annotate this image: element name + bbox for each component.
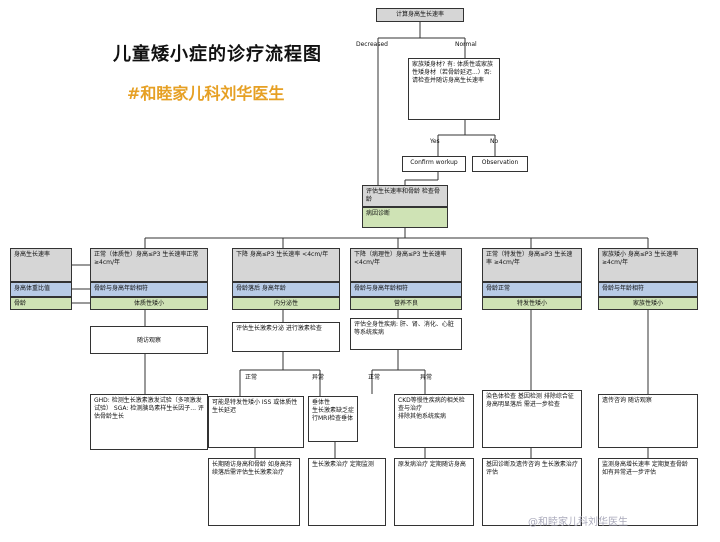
col1-detail: GHD: 检测生长激素激发试验（多项激发试验） SGA: 检测胰岛素样生长因子.…	[90, 394, 208, 450]
col2-label-normal: 正常	[245, 374, 258, 381]
col5-gray: 家族矮小 身高≤P3 生长速率 ≥4cm/年	[598, 248, 698, 282]
col4-bottom: 基因诊断及遗传咨询 生长激素治疗评估	[482, 458, 582, 526]
col4-blue: 骨龄正常	[482, 282, 582, 297]
side-label-boneage: 骨龄	[10, 297, 72, 310]
col4-result-a: 染色体检查 基因检测 排除综合征	[486, 393, 574, 400]
confirm-box: Confirm workup	[402, 156, 466, 172]
col3-result-a: CKD等慢性疾病的相关检查与治疗 排除其他系统疾病	[394, 394, 474, 448]
col1-blue: 骨龄与身高年龄相符	[90, 282, 208, 297]
col1-next: 随访观察	[90, 326, 208, 354]
col3-result-a-text: 排除其他系统疾病	[398, 413, 447, 420]
observation-box: Observation	[472, 156, 528, 172]
col2-bottom: 长期随访身高和骨龄 如身高持续落后需评估生长激素治疗	[208, 458, 300, 526]
col2-result-b-title: 垂体性	[312, 399, 331, 406]
col2-green: 内分泌性	[232, 297, 340, 310]
col4-result-b: 身高明显落后 需进一步检查	[486, 401, 560, 408]
col3-label-normal: 正常	[368, 374, 381, 381]
col2-result-b: 垂体性 生长激素缺乏症 行MRI检查垂体	[308, 396, 358, 442]
top-box: 计算身高生长速率	[376, 8, 464, 22]
diagram-subtitle: #和睦家儿科刘华医生	[127, 84, 285, 103]
col2-blue: 骨龄落后 身高年龄	[232, 282, 340, 297]
label-normal: Normal	[455, 41, 477, 48]
col5-green: 家族性矮小	[598, 297, 698, 310]
col2-result-a: 可能是特发性矮小 ISS 或体质性生长延迟	[208, 396, 304, 448]
watermark: @和睦家儿科刘华医生	[528, 517, 628, 528]
col3-mid: 评估全身性疾病: 肝、肾、消化、心脏等系统疾病	[350, 318, 462, 350]
col2-mid: 评估生长激素分泌 进行激素检查	[232, 322, 340, 352]
col5-result: 遗传咨询 随访观察	[598, 394, 698, 448]
label-yes: Yes	[430, 138, 440, 145]
col1-gray: 正常（体质性）身高≤P3 生长速率正常 ≥4cm/年	[90, 248, 208, 282]
diagram-title: 儿童矮小症的诊疗流程图	[113, 44, 322, 65]
col3-result-a-title: CKD等慢性疾病的相关检查与治疗	[398, 397, 465, 412]
col3-bottom: 原发病治疗 定期随访身高	[394, 458, 474, 526]
col3-label-abnormal: 异常	[420, 374, 433, 381]
label-decreased: Decreased	[356, 41, 388, 48]
col4-gray: 正常（特发性）身高≤P3 生长速率 ≥4cm/年	[482, 248, 582, 282]
side-label-ratio: 身高体重比值	[10, 282, 72, 297]
col2-label-abnormal: 异常	[312, 374, 325, 381]
col5-blue: 骨龄与年龄相符	[598, 282, 698, 297]
col3-blue: 骨龄与身高年龄相符	[350, 282, 462, 297]
mid-diagnosis-box: 病因诊断	[362, 207, 448, 228]
col3-green: 营养不良	[350, 297, 462, 310]
col5-bottom: 监测身高增长速率 定期复查骨龄 如有异常进一步评估	[598, 458, 698, 526]
family-question-box: 家族矮身材? 有: 体质性或家族性矮身材（若骨龄延迟...）否: 请检查并随访身…	[408, 58, 500, 120]
mid-eval-box: 评估生长速率和骨龄 检查骨龄	[362, 185, 448, 207]
side-label-growth: 身高生长速率	[10, 248, 72, 282]
col4-result: 染色体检查 基因检测 排除综合征 身高明显落后 需进一步检查	[482, 390, 582, 448]
col2-result-b-text: 生长激素缺乏症 行MRI检查垂体	[312, 407, 355, 422]
col1-green: 体质性矮小	[90, 297, 208, 310]
col2-gray: 下降 身高≤P3 生长速率 <4cm/年	[232, 248, 340, 282]
label-no: No	[490, 138, 499, 145]
col3-gray: 下降（病理性）身高≤P3 生长速率 <4cm/年	[350, 248, 462, 282]
col2-bottom-b: 生长激素治疗 定期监测	[308, 458, 386, 526]
col4-green: 特发性矮小	[482, 297, 582, 310]
